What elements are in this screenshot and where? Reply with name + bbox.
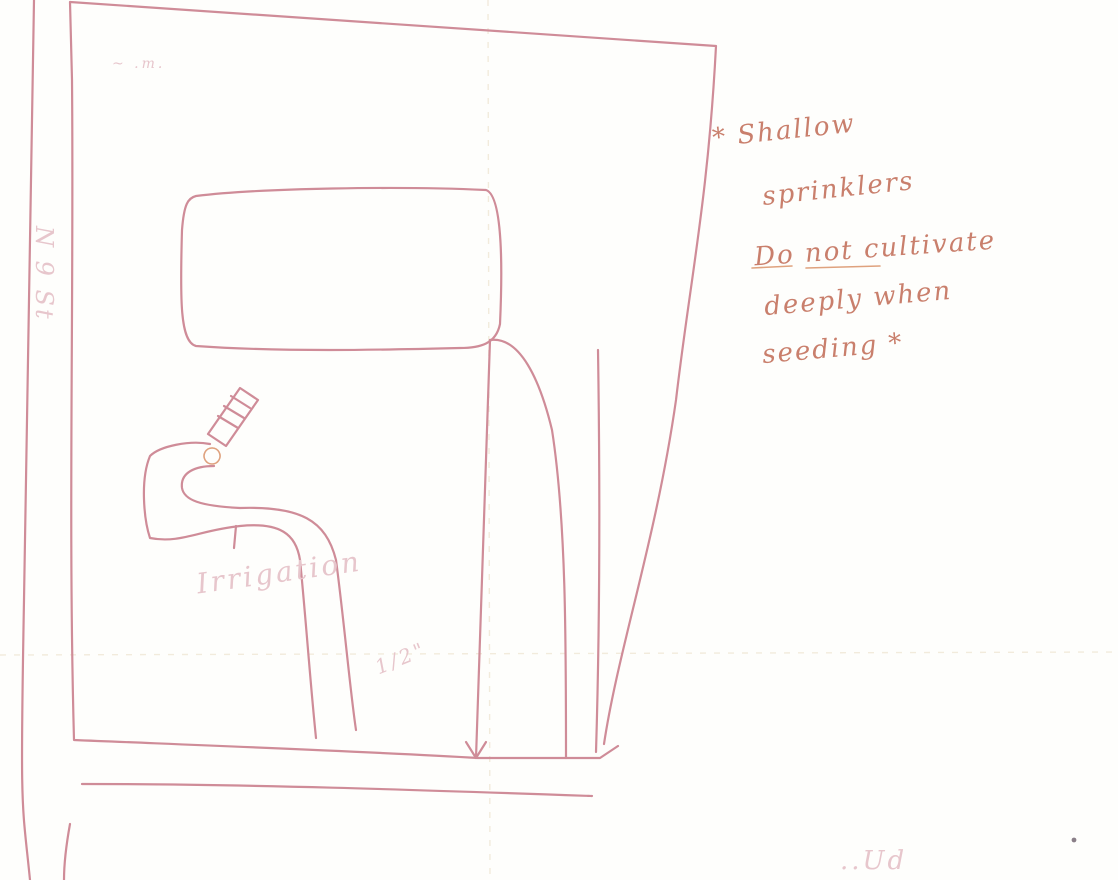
- lot-side-line: [596, 350, 599, 752]
- lower-edge-line: [64, 824, 70, 880]
- lot-boundary: [70, 2, 716, 758]
- driveway-left-line: [476, 340, 490, 758]
- corner-mark: ~ .m.: [112, 56, 165, 72]
- driveway-right-line: [490, 340, 566, 758]
- spigot-valve: [204, 448, 220, 464]
- bottom-scribble: ..Ud: [840, 846, 907, 876]
- curb-line: [82, 784, 592, 796]
- paper-fold-horizontal: [0, 652, 1118, 655]
- street-edge-line: [22, 0, 34, 880]
- paper-fold-vertical: [488, 0, 490, 880]
- street-label: N 9 St: [30, 226, 58, 322]
- pipe-joint-tick: [234, 526, 236, 548]
- house-outline: [181, 188, 501, 350]
- stray-dot: [1072, 838, 1077, 843]
